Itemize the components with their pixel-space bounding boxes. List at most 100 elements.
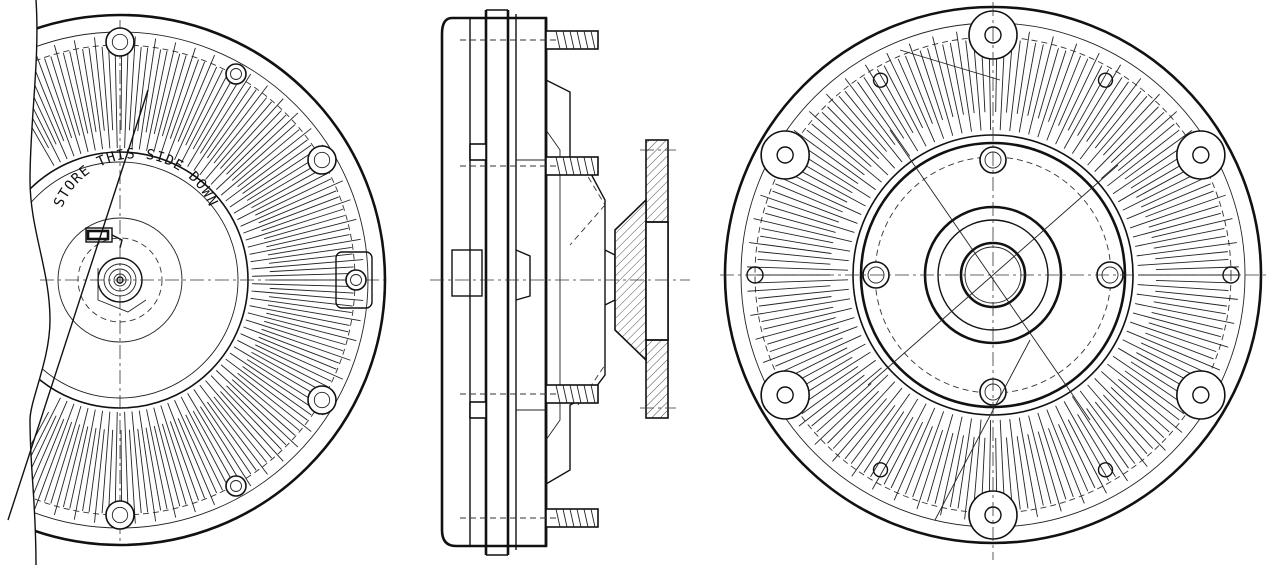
fin xyxy=(160,405,196,513)
fin xyxy=(1136,293,1227,307)
fin xyxy=(210,375,282,450)
fin xyxy=(758,288,849,299)
fin xyxy=(245,208,344,241)
fin xyxy=(850,404,896,464)
fin xyxy=(940,416,963,516)
fin xyxy=(1094,106,1159,172)
fin xyxy=(886,52,924,129)
fin xyxy=(1124,130,1193,180)
fin xyxy=(266,227,349,248)
fin xyxy=(269,266,354,273)
fin xyxy=(827,106,880,160)
fin xyxy=(749,242,832,254)
fin xyxy=(1037,412,1067,500)
fin xyxy=(50,405,82,504)
fin xyxy=(1071,77,1123,154)
fin xyxy=(1086,408,1129,469)
fin xyxy=(34,403,75,509)
small-hole xyxy=(872,72,889,88)
fin xyxy=(53,44,81,136)
bolt-hole-inner xyxy=(230,68,242,80)
fin xyxy=(1055,52,1100,145)
fin xyxy=(1110,387,1165,439)
fin xyxy=(1087,95,1148,166)
fin xyxy=(798,374,865,427)
small-hole xyxy=(872,462,889,478)
fin xyxy=(199,73,252,154)
fin xyxy=(1086,81,1129,142)
fin xyxy=(1048,43,1078,122)
fin xyxy=(1046,55,1082,141)
fin xyxy=(821,111,889,176)
fin xyxy=(30,411,50,487)
fin xyxy=(101,46,111,149)
fin xyxy=(864,64,919,152)
fin xyxy=(1094,90,1142,149)
stud-thread xyxy=(555,384,561,404)
fan-fins-left xyxy=(30,36,364,524)
fin xyxy=(264,320,346,345)
fin xyxy=(814,374,889,445)
fin xyxy=(82,48,97,133)
fin xyxy=(801,359,876,415)
stud-thread xyxy=(569,156,575,176)
fin xyxy=(1137,284,1229,292)
fin xyxy=(177,54,215,142)
bolt-holes-right xyxy=(862,146,1124,406)
fin xyxy=(246,359,319,405)
fin xyxy=(258,190,337,224)
lug xyxy=(760,370,810,420)
fin xyxy=(153,407,181,507)
fin xyxy=(1112,142,1189,195)
fin xyxy=(229,352,324,416)
fin xyxy=(213,396,267,463)
fin xyxy=(747,285,831,292)
fin xyxy=(851,393,911,477)
bolt-hole-inner xyxy=(313,391,331,409)
fin xyxy=(956,31,972,132)
fin xyxy=(247,312,357,342)
fin xyxy=(857,81,911,157)
fin xyxy=(863,411,905,473)
fin xyxy=(908,43,945,139)
fin xyxy=(269,287,354,294)
fin xyxy=(973,39,982,131)
fin xyxy=(1058,424,1089,492)
fin xyxy=(1071,396,1128,482)
fin xyxy=(832,381,896,449)
fin xyxy=(177,418,215,506)
fin xyxy=(53,424,81,516)
fin xyxy=(267,304,361,322)
fin xyxy=(1006,39,1013,113)
fin xyxy=(1129,194,1226,229)
fin xyxy=(192,410,235,485)
bolt-hole xyxy=(105,27,135,57)
stud-thread xyxy=(590,30,596,50)
fin xyxy=(167,402,206,499)
fin xyxy=(246,155,319,201)
stud-thread xyxy=(562,384,568,404)
fin xyxy=(765,212,836,233)
lug xyxy=(335,251,373,309)
fin xyxy=(192,75,235,150)
fin xyxy=(760,235,851,252)
fin xyxy=(816,383,872,433)
fin xyxy=(1067,419,1107,494)
stud-thread xyxy=(583,508,589,528)
fin xyxy=(1016,31,1030,114)
fin xyxy=(199,85,268,176)
fin xyxy=(942,44,963,134)
fin xyxy=(832,398,887,462)
fin xyxy=(904,55,933,124)
fin xyxy=(44,421,73,502)
fin xyxy=(904,426,933,495)
fin xyxy=(145,427,162,511)
fin xyxy=(757,279,849,284)
fin xyxy=(225,139,308,202)
fin xyxy=(206,401,257,471)
fin xyxy=(220,129,300,196)
bolt-hole xyxy=(307,145,337,175)
fin xyxy=(1027,44,1044,116)
fan-fins-right xyxy=(747,29,1239,521)
fin xyxy=(233,161,323,214)
